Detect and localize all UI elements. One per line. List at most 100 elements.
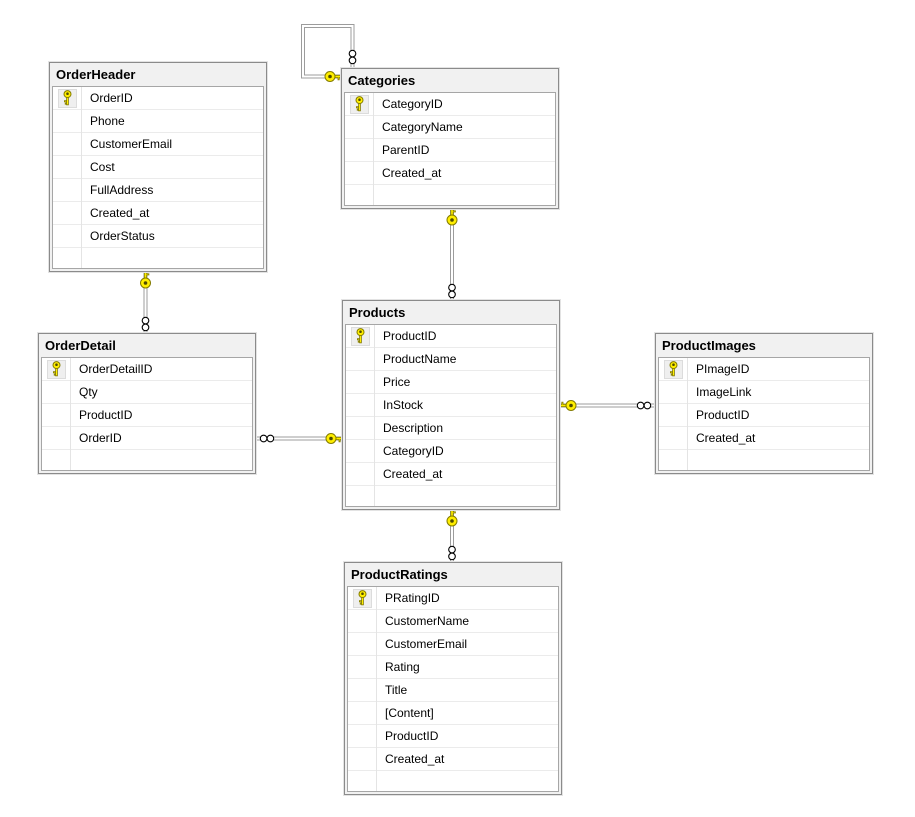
row-selector-cell: [348, 702, 376, 724]
column-name: ParentID: [382, 143, 430, 157]
column-row[interactable]: Qty: [42, 381, 252, 404]
column-row[interactable]: Phone: [53, 110, 263, 133]
column-row[interactable]: CustomerName: [348, 610, 558, 633]
column-row[interactable]: Created_at: [345, 162, 555, 185]
column-name: ImageLink: [696, 385, 752, 399]
row-selector-cell: [348, 587, 376, 609]
column-name: Created_at: [383, 467, 443, 481]
column-row[interactable]: Created_at: [346, 463, 556, 486]
column-row[interactable]: InStock: [346, 394, 556, 417]
row-selector-cell: [348, 725, 376, 747]
table-body: PImageID ImageLink: [658, 357, 870, 471]
column-name: CategoryName: [382, 120, 463, 134]
table-Products[interactable]: Products ProductID: [342, 300, 560, 510]
row-selector-cell: [53, 110, 81, 132]
table-title[interactable]: Categories: [348, 73, 416, 88]
column-row[interactable]: FullAddress: [53, 179, 263, 202]
column-row[interactable]: OrderID: [53, 87, 263, 110]
column-row[interactable]: ImageLink: [659, 381, 869, 404]
column-row[interactable]: Description: [346, 417, 556, 440]
row-selector-cell: [53, 202, 81, 224]
row-selector-cell: [346, 348, 374, 370]
column-row[interactable]: ProductID: [346, 325, 556, 348]
column-name: FullAddress: [90, 183, 154, 197]
column-row[interactable]: CustomerEmail: [53, 133, 263, 156]
row-selector-cell: [53, 87, 81, 109]
column-row[interactable]: Rating: [348, 656, 558, 679]
column-name: ProductID: [383, 329, 437, 343]
row-selector-cell: [53, 133, 81, 155]
row-selector-cell: [346, 463, 374, 485]
column-row[interactable]: CategoryName: [345, 116, 555, 139]
row-selector-cell: [346, 417, 374, 439]
column-name: CustomerName: [385, 614, 470, 628]
column-row[interactable]: ProductID: [42, 404, 252, 427]
table-OrderHeader[interactable]: OrderHeader OrderID: [49, 62, 267, 272]
row-selector-cell: [346, 440, 374, 462]
column-row[interactable]: ParentID: [345, 139, 555, 162]
table-title[interactable]: ProductRatings: [351, 567, 448, 582]
column-name: ProductID: [385, 729, 439, 743]
column-row[interactable]: OrderStatus: [53, 225, 263, 248]
relationship-OrderHeader-OrderDetail[interactable]: [140, 269, 151, 333]
table-ProductRatings[interactable]: ProductRatings PRatingID: [344, 562, 562, 795]
relationship-Products-OrderDetail[interactable]: [256, 433, 345, 444]
column-row[interactable]: ProductID: [348, 725, 558, 748]
table-OrderDetail[interactable]: OrderDetail OrderDetailID: [38, 333, 256, 474]
table-body: OrderID Phone: [52, 86, 264, 269]
column-name: Created_at: [696, 431, 756, 445]
primary-key-icon: [356, 328, 364, 344]
table-filler: [345, 185, 555, 205]
row-selector-cell: [42, 404, 70, 426]
column-name: Phone: [90, 114, 125, 128]
table-title[interactable]: Products: [349, 305, 406, 320]
column-name: InStock: [383, 398, 424, 412]
column-row[interactable]: OrderID: [42, 427, 252, 450]
pk-badge: [349, 94, 369, 114]
column-row[interactable]: CategoryID: [345, 93, 555, 116]
column-row[interactable]: Created_at: [659, 427, 869, 450]
infinity-cardinality-icon: [141, 316, 150, 332]
table-title[interactable]: OrderHeader: [56, 67, 136, 82]
column-row[interactable]: ProductID: [659, 404, 869, 427]
column-row[interactable]: CategoryID: [346, 440, 556, 463]
column-row[interactable]: CustomerEmail: [348, 633, 558, 656]
column-name: Title: [385, 683, 408, 697]
column-row[interactable]: Cost: [53, 156, 263, 179]
column-row[interactable]: Created_at: [53, 202, 263, 225]
row-selector-cell: [42, 381, 70, 403]
table-title[interactable]: ProductImages: [662, 338, 756, 353]
column-row[interactable]: PRatingID: [348, 587, 558, 610]
row-selector-cell: [348, 679, 376, 701]
column-row[interactable]: ProductName: [346, 348, 556, 371]
primary-key-icon: [355, 96, 363, 112]
primary-key-icon: [63, 90, 71, 106]
infinity-cardinality-icon: [348, 49, 357, 65]
column-name: OrderID: [90, 91, 133, 105]
row-selector-cell: [53, 156, 81, 178]
column-name: OrderDetailID: [79, 362, 153, 376]
row-selector-cell: [345, 116, 373, 138]
relationship-Products-ProductRatings[interactable]: [446, 507, 458, 562]
table-Categories[interactable]: Categories CategoryID: [341, 68, 559, 209]
column-name: [Content]: [385, 706, 434, 720]
column-row[interactable]: PImageID: [659, 358, 869, 381]
column-row[interactable]: [Content]: [348, 702, 558, 725]
column-row[interactable]: Title: [348, 679, 558, 702]
table-body: ProductID ProductName: [345, 324, 557, 507]
row-selector-cell: [345, 162, 373, 184]
relationship-Categories-Products[interactable]: [446, 206, 458, 300]
column-row[interactable]: Created_at: [348, 748, 558, 771]
relationship-Products-ProductImages[interactable]: [557, 400, 655, 411]
infinity-cardinality-icon: [259, 434, 275, 443]
relationship-Categories-Categories[interactable]: [301, 24, 357, 82]
column-name: CategoryID: [383, 444, 444, 458]
row-selector-cell: [42, 358, 70, 380]
column-name: CustomerEmail: [385, 637, 468, 651]
pk-badge: [352, 588, 372, 608]
column-row[interactable]: Price: [346, 371, 556, 394]
table-ProductImages[interactable]: ProductImages PImageID: [655, 333, 873, 474]
table-title[interactable]: OrderDetail: [45, 338, 116, 353]
column-row[interactable]: OrderDetailID: [42, 358, 252, 381]
